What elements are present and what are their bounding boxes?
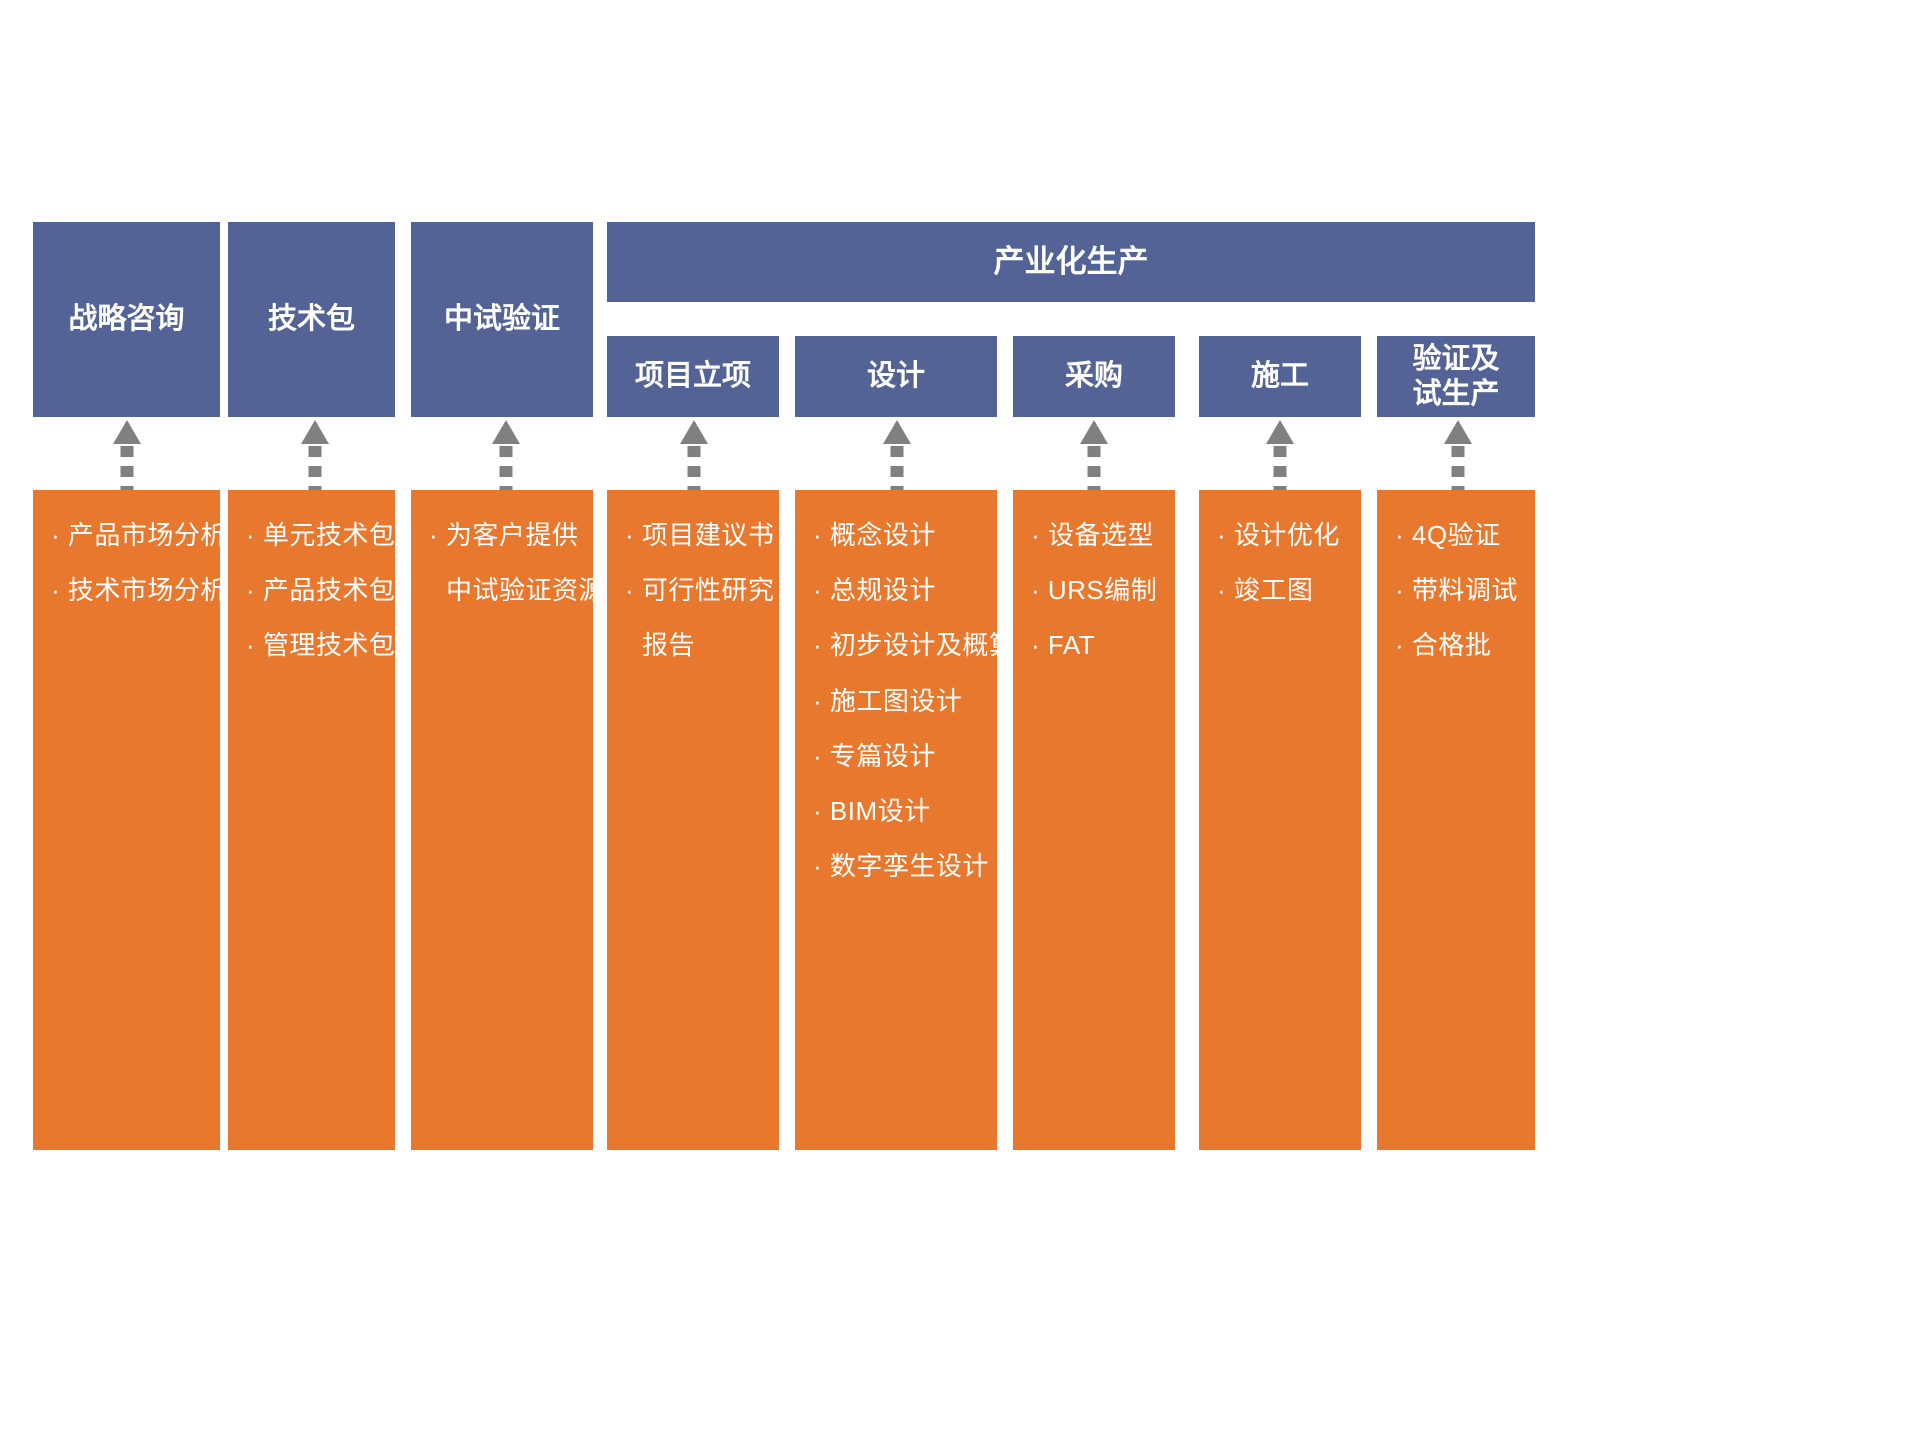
- list-item: · 总规设计: [813, 575, 936, 606]
- list-item: · 数字孪生设计: [813, 851, 989, 882]
- main-group-header[interactable]: 产业化生产: [607, 222, 1535, 302]
- list-item: · 产品技术包: [246, 575, 396, 606]
- connector-arrow-construction: [1263, 420, 1297, 492]
- header-label-validation-line1: 验证及: [1412, 343, 1500, 376]
- header-box-validation-trial-production[interactable]: 验证及 试生产: [1377, 336, 1535, 417]
- list-item: 报告: [642, 630, 696, 661]
- main-group-title: 产业化生产: [993, 243, 1149, 279]
- content-box-design: · 概念设计 · 总规设计 · 初步设计及概算 · 施工图设计 · 专篇设计 ·…: [795, 490, 1016, 1150]
- list-item: 中试验证资源: [446, 575, 606, 606]
- header-label-pilot-validation: 中试验证: [443, 303, 560, 336]
- connector-arrow-strategy-consulting: [110, 420, 144, 492]
- header-box-design[interactable]: 设计: [795, 336, 997, 417]
- list-item: · 技术市场分析: [51, 575, 227, 606]
- content-box-pilot-validation: · 为客户提供 中试验证资源: [411, 490, 606, 1150]
- header-box-pilot-validation[interactable]: 中试验证: [411, 222, 593, 417]
- connector-arrow-technology-package: [298, 420, 332, 492]
- list-item: · FAT: [1031, 630, 1096, 661]
- header-label-construction: 施工: [1250, 360, 1309, 393]
- content-box-strategy-consulting: · 产品市场分析 · 技术市场分析: [33, 490, 227, 1150]
- content-box-construction: · 设计优化 · 竣工图: [1199, 490, 1361, 1150]
- list-item: · URS编制: [1031, 575, 1158, 606]
- list-item: · BIM设计: [813, 795, 931, 826]
- list-item: · 可行性研究: [625, 575, 775, 606]
- content-box-procurement: · 设备选型 · URS编制 · FAT: [1013, 490, 1175, 1150]
- list-item: · 4Q验证: [1395, 520, 1501, 550]
- list-item: · 带料调试: [1395, 575, 1518, 606]
- connector-arrow-validation-trial-production: [1441, 420, 1475, 492]
- list-item: · 竣工图: [1217, 575, 1314, 606]
- content-box-technology-package: · 单元技术包 · 产品技术包 · 管理技术包: [228, 490, 395, 1150]
- connector-arrow-procurement: [1077, 420, 1111, 492]
- header-box-procurement[interactable]: 采购: [1013, 336, 1175, 417]
- header-box-construction[interactable]: 施工: [1199, 336, 1361, 417]
- connector-arrow-project-initiation: [677, 420, 711, 492]
- list-item: · 设备选型: [1031, 520, 1154, 550]
- connector-arrow-design: [880, 420, 914, 492]
- list-item: · 产品市场分析: [51, 520, 227, 550]
- list-item: · 专篇设计: [813, 740, 936, 771]
- header-label-procurement: 采购: [1064, 360, 1123, 393]
- list-item: · 概念设计: [813, 520, 936, 550]
- header-box-project-initiation[interactable]: 项目立项: [607, 336, 779, 417]
- list-item: · 初步设计及概算: [813, 630, 1016, 661]
- header-label-validation-line2: 试生产: [1412, 377, 1500, 410]
- list-item: · 设计优化: [1217, 520, 1340, 550]
- list-item: · 合格批: [1395, 630, 1492, 661]
- list-item: · 为客户提供: [429, 520, 579, 550]
- content-box-project-initiation: · 项目建议书 · 可行性研究 报告: [607, 490, 779, 1150]
- header-box-strategy-consulting[interactable]: 战略咨询: [33, 222, 220, 417]
- connector-arrow-pilot-validation: [489, 420, 523, 492]
- content-box-validation-trial-production: · 4Q验证 · 带料调试 · 合格批: [1377, 490, 1535, 1150]
- header-label-technology-package: 技术包: [267, 303, 355, 336]
- list-item: · 管理技术包: [246, 630, 396, 661]
- header-label-strategy-consulting: 战略咨询: [68, 303, 185, 336]
- header-label-project-initiation: 项目立项: [634, 360, 751, 393]
- list-item: · 施工图设计: [813, 685, 963, 716]
- list-item: · 项目建议书: [625, 520, 775, 550]
- header-label-design: 设计: [866, 360, 925, 393]
- header-box-technology-package[interactable]: 技术包: [228, 222, 395, 417]
- list-item: · 单元技术包: [246, 520, 396, 550]
